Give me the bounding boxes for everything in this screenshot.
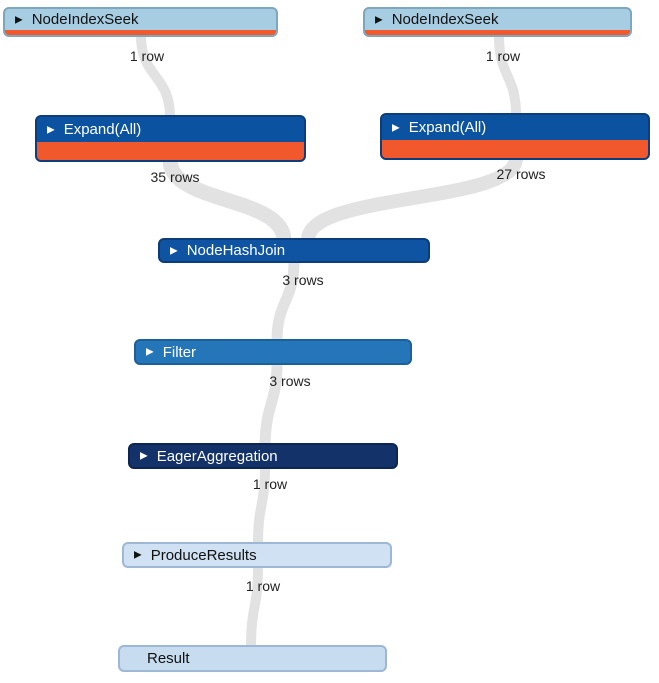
connector-indexseek1-expand1 [136,35,175,118]
node-header[interactable]: ▶ NodeIndexSeek [365,9,630,30]
plan-node-expand-all-1[interactable]: ▶ Expand(All) [35,115,306,162]
result-bar [5,30,276,35]
rows-count-label: 27 rows [496,166,546,182]
expand-arrow-icon[interactable]: ▶ [47,124,55,135]
rows-count-label: 1 row [129,48,165,64]
plan-node-nodeindexseek-2[interactable]: ▶ NodeIndexSeek [363,7,632,37]
plan-node-produceresults[interactable]: ▶ ProduceResults [122,542,392,568]
result-bar [382,140,648,158]
node-label: NodeHashJoin [186,242,286,259]
expand-arrow-icon[interactable]: ▶ [392,122,400,133]
connector-filter-eageraggregation [259,362,283,446]
node-label: NodeIndexSeek [391,11,499,28]
node-header: Result [120,647,385,670]
expand-arrow-icon[interactable]: ▶ [375,14,383,25]
node-label: Result [147,650,190,667]
rows-count-label: 3 rows [282,272,324,288]
node-label: ProduceResults [150,546,257,564]
node-label: Expand(All) [63,121,142,138]
node-label: Filter [162,343,197,361]
plan-node-nodeindexseek-1[interactable]: ▶ NodeIndexSeek [3,7,278,37]
plan-node-expand-all-2[interactable]: ▶ Expand(All) [380,113,650,160]
node-header[interactable]: ▶ ProduceResults [124,544,390,566]
node-header[interactable]: ▶ NodeIndexSeek [5,9,276,30]
node-header[interactable]: ▶ NodeHashJoin [160,240,428,261]
expand-arrow-icon[interactable]: ▶ [170,245,178,256]
node-label: EagerAggregation [156,447,278,465]
expand-arrow-icon[interactable]: ▶ [146,346,154,358]
plan-node-nodehashjoin[interactable]: ▶ NodeHashJoin [158,238,430,263]
connector-expand1-hashjoin [162,158,292,242]
result-bar [37,142,304,160]
connector-produceresults-result [246,566,263,648]
node-label: Expand(All) [408,119,487,136]
expand-arrow-icon[interactable]: ▶ [134,549,142,561]
node-header[interactable]: ▶ Expand(All) [37,117,304,142]
rows-count-label: 3 rows [269,373,311,389]
rows-count-label: 1 row [245,578,281,594]
plan-node-result[interactable]: Result [118,645,387,672]
plan-node-eageraggregation[interactable]: ▶ EagerAggregation [128,443,398,469]
expand-arrow-icon[interactable]: ▶ [15,14,23,25]
connector-indexseek2-expand2 [494,35,521,116]
node-header[interactable]: ▶ Expand(All) [382,115,648,140]
connector-expand2-hashjoin [301,156,523,242]
result-bar [365,30,630,35]
connector-eageraggregation-produceresults [253,466,270,545]
rows-count-label: 35 rows [150,169,200,185]
rows-count-label: 1 row [485,48,521,64]
node-header[interactable]: ▶ EagerAggregation [130,445,396,467]
node-header[interactable]: ▶ Filter [136,341,410,363]
node-label: NodeIndexSeek [31,11,139,28]
expand-arrow-icon[interactable]: ▶ [140,450,148,462]
connector-hashjoin-filter [271,260,300,342]
plan-node-filter[interactable]: ▶ Filter [134,339,412,365]
rows-count-label: 1 row [252,476,288,492]
